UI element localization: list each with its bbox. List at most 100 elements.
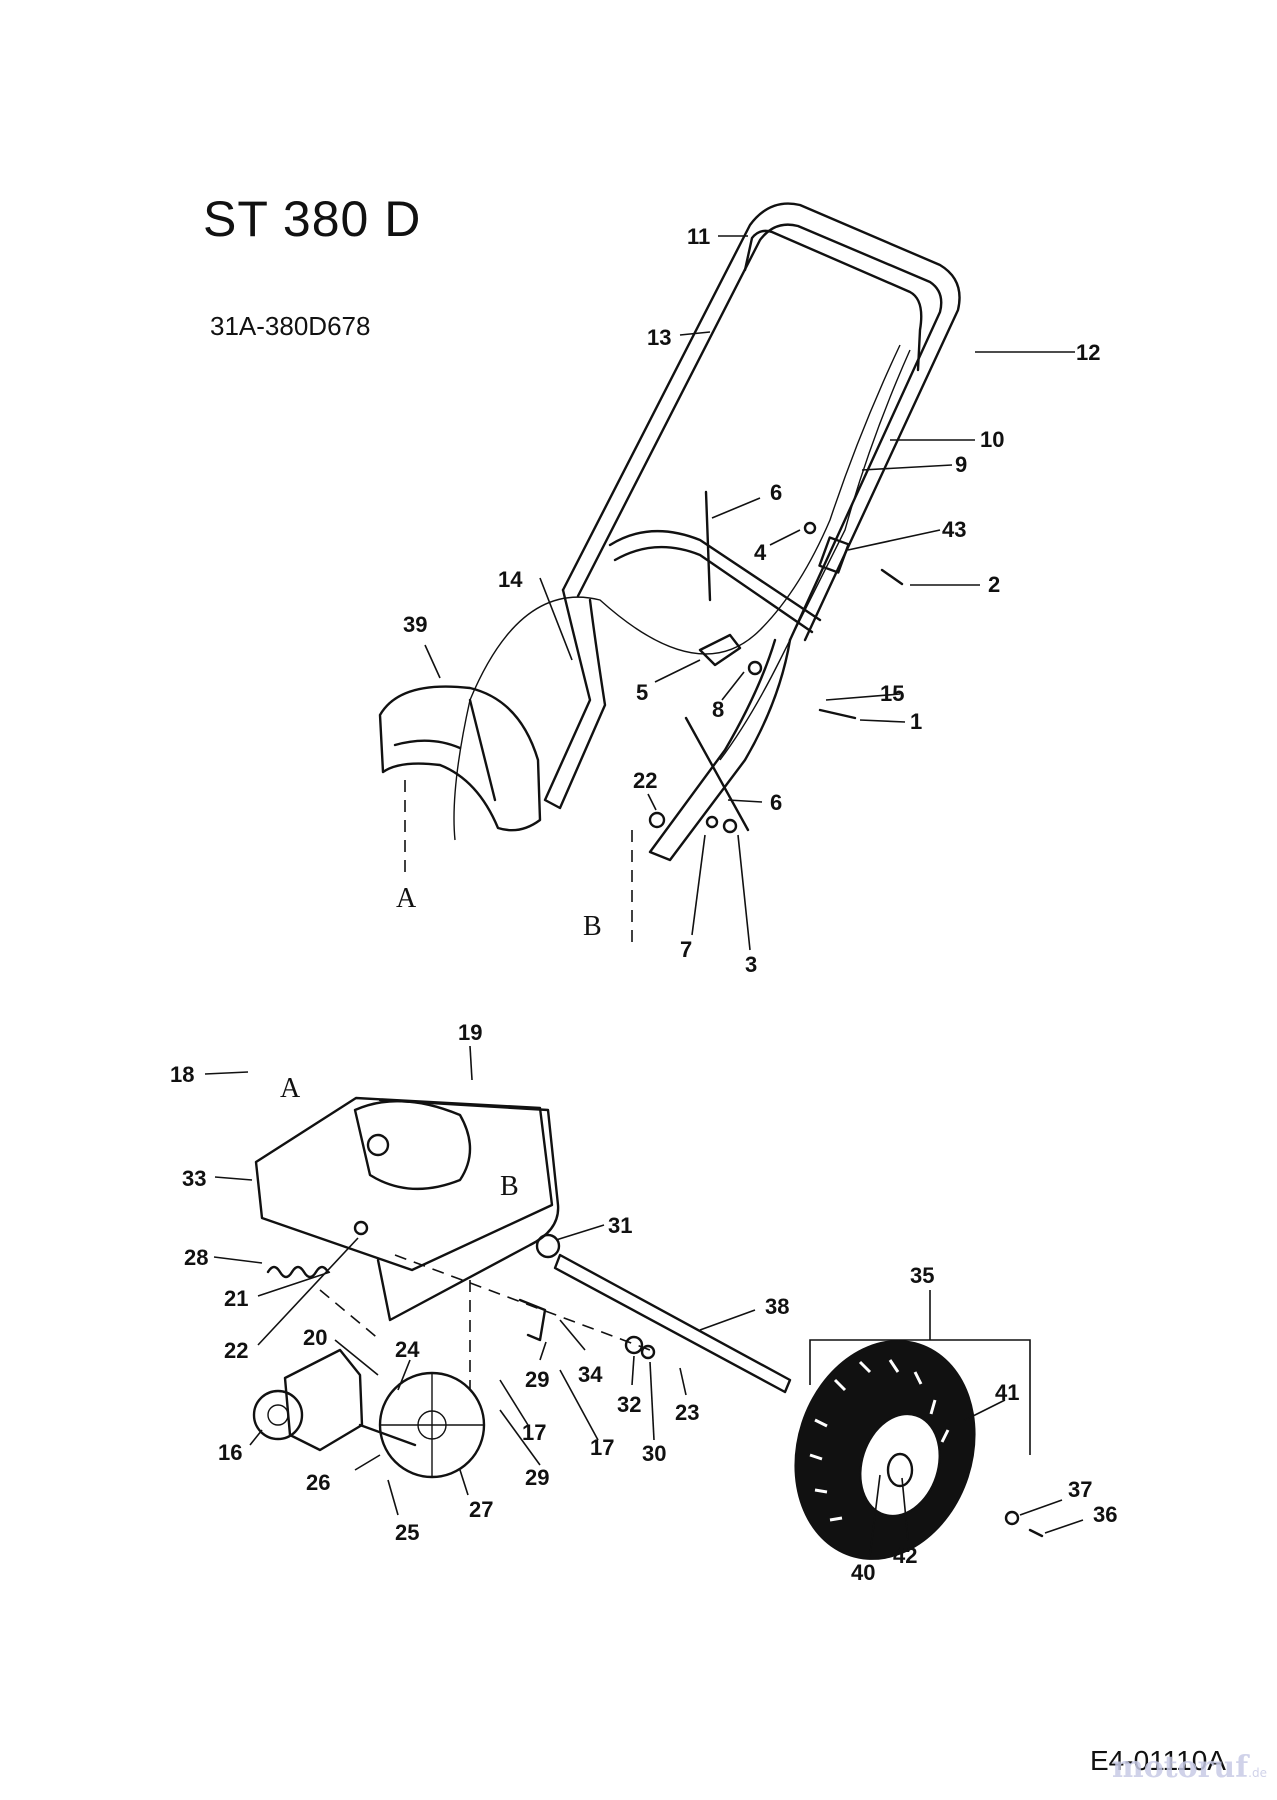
leader-33 <box>214 1176 253 1181</box>
frame-bearing-hole <box>366 1133 390 1157</box>
callout-22-upper: 22 <box>633 768 657 793</box>
callout-13: 13 <box>647 325 671 350</box>
leader-22-lower <box>257 1237 359 1346</box>
drive-sprocket-spokes <box>380 1373 484 1477</box>
discharge-chute <box>378 685 542 832</box>
callout-numbers: 11 13 12 10 9 6 43 4 2 14 39 5 8 15 1 6 … <box>170 224 1117 1585</box>
callout-5: 5 <box>636 680 648 705</box>
callout-41: 41 <box>995 1380 1019 1405</box>
washer-30 <box>640 1344 656 1360</box>
drive-cable <box>453 344 901 841</box>
callout-1: 1 <box>910 709 922 734</box>
handle-cross-brace <box>608 530 822 622</box>
callout-42: 42 <box>893 1543 917 1568</box>
leader-24 <box>397 1359 411 1391</box>
callout-6-lower: 6 <box>770 790 782 815</box>
washer-37 <box>1004 1510 1020 1526</box>
frame-plate <box>254 1096 554 1272</box>
callout-23: 23 <box>675 1400 699 1425</box>
nut-22-upper <box>648 811 666 829</box>
callout-25: 25 <box>395 1520 419 1545</box>
leader-43 <box>847 529 941 551</box>
watermark-text: motoruf <box>1112 1750 1249 1785</box>
drive-shaft <box>358 1423 417 1447</box>
frame-drive-assembly <box>252 1096 792 1479</box>
leader-23 <box>679 1367 687 1396</box>
bracket-34 <box>518 1298 547 1342</box>
bolt-36 <box>1028 1528 1044 1538</box>
control-bar <box>743 229 923 372</box>
lower-handle-left <box>543 588 607 810</box>
model-title: ST 380 D <box>203 191 422 247</box>
callout-15: 15 <box>880 681 904 706</box>
wheel-rim <box>859 1413 941 1517</box>
leader-36 <box>1044 1519 1084 1534</box>
callout-7: 7 <box>680 937 692 962</box>
handle-cross-brace-inner <box>613 545 814 634</box>
handle-assembly <box>378 202 961 945</box>
leader-37 <box>1019 1499 1063 1516</box>
callout-29-upper: 29 <box>525 1367 549 1392</box>
discharge-chute-inner <box>393 698 497 802</box>
model-number: 31A-380D678 <box>210 311 371 341</box>
callout-36: 36 <box>1093 1502 1117 1527</box>
wheel-group-bracket <box>809 1339 1031 1455</box>
axle-bearing <box>535 1233 561 1259</box>
callout-40: 40 <box>851 1560 875 1585</box>
callout-11: 11 <box>687 224 710 249</box>
auger-cable <box>719 349 911 761</box>
callout-27: 27 <box>469 1497 493 1522</box>
callout-6-upper: 6 <box>770 480 782 505</box>
cable-tie-upper <box>704 490 712 602</box>
upper-handle-inner <box>576 223 943 642</box>
alignment-line-gearbox <box>319 1289 381 1341</box>
leader-9 <box>861 464 953 471</box>
callout-18: 18 <box>170 1062 194 1087</box>
tire-tread <box>809 1359 950 1522</box>
callout-4: 4 <box>754 540 767 565</box>
callout-12: 12 <box>1076 340 1100 365</box>
callout-2: 2 <box>988 572 1000 597</box>
leader-20 <box>334 1339 379 1376</box>
leader-13 <box>679 331 711 336</box>
leader-25 <box>387 1479 399 1516</box>
callout-24: 24 <box>395 1337 420 1362</box>
gearbox-pulley-hub <box>267 1404 289 1426</box>
callout-39: 39 <box>403 612 427 637</box>
bolt-2 <box>880 568 904 586</box>
watermark-logo: motoruf.de <box>1112 1750 1267 1785</box>
wheel-hub <box>886 1452 914 1488</box>
callout-31: 31 <box>608 1213 632 1238</box>
callout-28: 28 <box>184 1245 208 1270</box>
leader-42 <box>901 1477 909 1541</box>
housing-side-panel <box>376 1098 560 1322</box>
callout-21: 21 <box>224 1286 248 1311</box>
callout-9: 9 <box>955 452 967 477</box>
callout-37: 37 <box>1068 1477 1092 1502</box>
leader-29a <box>539 1341 547 1361</box>
reference-b-upper: B <box>583 911 602 942</box>
leader-30 <box>649 1361 655 1441</box>
callout-19: 19 <box>458 1020 482 1045</box>
leader-40 <box>869 1474 881 1556</box>
leader-21 <box>257 1271 331 1297</box>
callout-22-lower: 22 <box>224 1338 248 1363</box>
reference-a-lower: A <box>280 1073 301 1104</box>
nut-4 <box>803 521 817 535</box>
callout-32: 32 <box>617 1392 641 1417</box>
leader-17b <box>559 1369 599 1441</box>
lower-handle-right <box>648 638 792 862</box>
housing-opening <box>353 1099 472 1190</box>
upper-handle-outer <box>561 202 961 642</box>
callout-3: 3 <box>745 952 757 977</box>
leader-32 <box>631 1355 635 1386</box>
leader-29b <box>499 1409 541 1466</box>
leader-27 <box>459 1469 469 1496</box>
callout-17-left: 17 <box>522 1420 546 1445</box>
leader-5 <box>654 659 701 683</box>
leader-22-upper <box>647 793 657 811</box>
callout-8: 8 <box>712 697 724 722</box>
leader-16 <box>249 1429 263 1446</box>
